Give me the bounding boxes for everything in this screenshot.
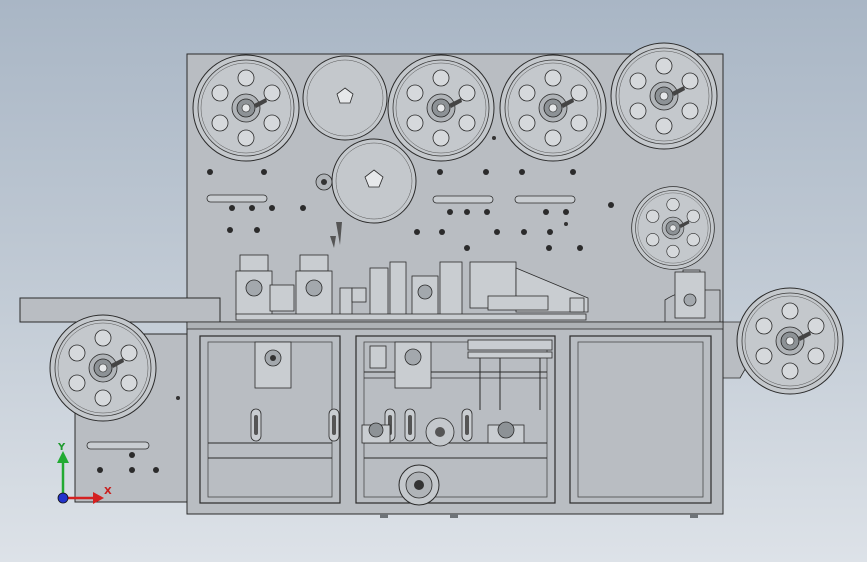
spool-lower-left bbox=[49, 314, 157, 422]
spool-4 bbox=[610, 42, 718, 150]
y-axis-label: Y bbox=[58, 442, 66, 453]
frame-window-left bbox=[199, 335, 341, 504]
frame-window-center bbox=[355, 335, 556, 504]
spool-3 bbox=[499, 54, 607, 162]
axis-triad bbox=[57, 451, 104, 504]
spool-lower-right bbox=[736, 287, 844, 395]
spool-1 bbox=[192, 54, 300, 162]
frame-window-right bbox=[569, 335, 712, 504]
x-axis-label: X bbox=[104, 486, 112, 497]
feed-units bbox=[235, 254, 589, 321]
spool-2 bbox=[387, 54, 495, 162]
